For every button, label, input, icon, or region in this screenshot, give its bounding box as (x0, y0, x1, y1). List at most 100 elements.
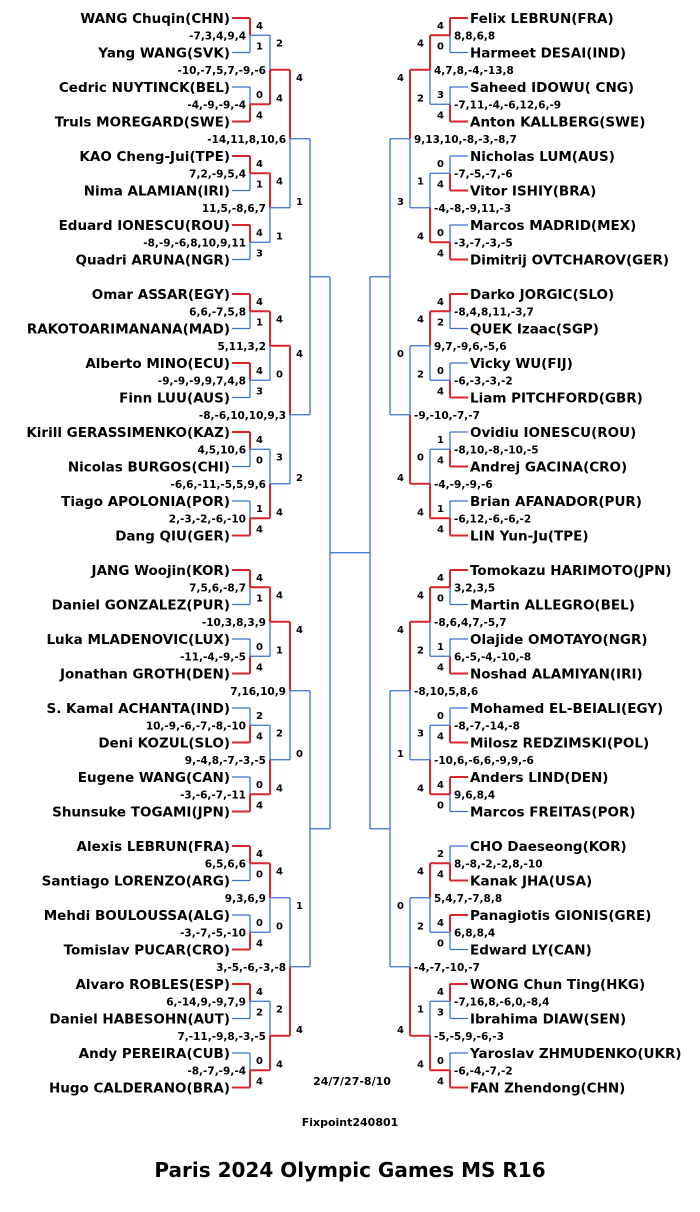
left-player-0: WANG Chuqin(CHN) (80, 11, 230, 27)
right-r1-m12-scores: 8,-8,-2,-2,8,-10 (454, 858, 543, 870)
right-r2-m4-scores: -8,6,4,7,-5,7 (434, 617, 507, 629)
left-r3-m2-scores: 7,16,10,9 (230, 686, 286, 698)
right-player-22: Anders LIND(DEN) (470, 770, 608, 786)
right-player-17: Martin ALLEGRO(BEL) (470, 598, 635, 614)
right-player-3: Anton KALLBERG(SWE) (470, 115, 645, 131)
right-r2-m3-top-games: 0 (417, 452, 424, 463)
left-r2-m4-scores: -10,3,8,3,9 (202, 617, 266, 629)
left-r1-m15-bottom-games: 4 (256, 1077, 263, 1088)
left-r1-m11-scores: -3,-6,-7,-11 (180, 789, 246, 801)
right-r1-m2-scores: -7,-5,-7,-6 (454, 168, 513, 180)
left-r2-m6-bottom-games: 0 (276, 921, 283, 932)
left-r2-m1-scores: 11,5,-8,6,7 (202, 203, 266, 215)
right-player-9: QUEK Izaac(SGP) (470, 322, 599, 338)
right-r3-m2-bottom-games: 1 (397, 749, 404, 760)
bracket-lines (232, 17, 468, 1089)
right-player-23: Marcos FREITAS(POR) (470, 805, 636, 821)
right-r2-m2-bottom-games: 2 (417, 369, 424, 380)
right-r1-m1-bottom-games: 4 (437, 111, 444, 122)
right-player-0: Felix LEBRUN(FRA) (470, 11, 614, 27)
left-r1-m3-bottom-games: 3 (256, 249, 263, 260)
left-player-24: Alexis LEBRUN(FRA) (77, 839, 230, 855)
right-r2-m2-scores: 9,7,-9,6,-5,6 (434, 341, 507, 353)
right-r2-m0-bottom-games: 2 (417, 93, 424, 104)
right-r1-m4-top-games: 4 (437, 297, 444, 308)
right-player-21: Milosz REDZIMSKI(POL) (470, 736, 649, 752)
right-r1-m13-top-games: 4 (437, 918, 444, 929)
right-r2-m6-scores: 5,4,7,-7,8,8 (434, 893, 502, 905)
left-r2-m2-bottom-games: 0 (276, 369, 283, 380)
right-r1-m1-top-games: 3 (437, 90, 444, 101)
left-r2-m0-scores: -10,-7,5,7,-9,-6 (177, 65, 266, 77)
right-r3-m3-top-games: 0 (397, 901, 404, 912)
left-r3-m1-scores: -8,-6,10,10,9,3 (199, 410, 286, 422)
left-r2-m3-bottom-games: 4 (276, 507, 283, 518)
right-r2-m1-top-games: 1 (417, 176, 424, 187)
right-player-15: LIN Yun-Ju(TPE) (470, 529, 589, 545)
right-r1-m9-scores: 6,-5,-4,-10,-8 (454, 651, 531, 663)
right-r2-m0-top-games: 4 (417, 38, 424, 49)
right-r1-m8-scores: 3,2,3,5 (454, 582, 495, 594)
right-r1-m15-bottom-games: 4 (437, 1077, 444, 1088)
left-r2-m1-bottom-games: 1 (276, 231, 283, 242)
right-player-8: Darko JORGIC(SLO) (470, 287, 614, 303)
left-player-9: RAKOTOARIMANANA(MAD) (27, 322, 230, 338)
left-r3-m0-top-games: 4 (296, 73, 303, 84)
date-range: 24/7/27-8/10 (313, 1075, 391, 1088)
left-player-7: Quadri ARUNA(NGR) (75, 253, 230, 269)
right-r1-m14-top-games: 4 (437, 987, 444, 998)
right-r3-m2-top-games: 4 (397, 625, 404, 636)
left-r1-m5-scores: -9,-9,-9,9,7,4,8 (158, 375, 246, 387)
right-r3-m0-top-games: 4 (397, 73, 404, 84)
left-player-26: Mehdi BOULOUSSA(ALG) (44, 908, 230, 924)
left-r1-m7-bottom-games: 4 (256, 525, 263, 536)
right-r1-m15-top-games: 0 (437, 1056, 444, 1067)
left-r2-m5-top-games: 2 (276, 728, 283, 739)
right-r2-m0-scores: 4,7,8,-4,-13,8 (434, 65, 514, 77)
left-r2-m5-scores: 9,-4,8,-7,-3,-5 (185, 755, 266, 767)
left-r3-m0-bottom-games: 1 (296, 197, 303, 208)
right-r1-m3-scores: -3,-7,-3,-5 (454, 237, 513, 249)
right-player-10: Vicky WU(FIJ) (470, 356, 573, 372)
right-r1-m10-bottom-games: 4 (437, 732, 444, 743)
left-player-25: Santiago LORENZO(ARG) (42, 874, 230, 890)
left-r2-m3-top-games: 3 (276, 452, 283, 463)
left-r3-m0-scores: -14,11,8,10,6 (207, 134, 286, 146)
left-r1-m14-top-games: 4 (256, 987, 263, 998)
right-r3-m3-scores: -4,-7,-10,-7 (414, 962, 480, 974)
right-r2-m2-top-games: 4 (417, 314, 424, 325)
right-r1-m13-bottom-games: 0 (437, 939, 444, 950)
left-r1-m10-top-games: 2 (256, 711, 263, 722)
right-player-13: Andrej GACINA(CRO) (470, 460, 627, 476)
left-player-18: Luka MLADENOVIC(LUX) (46, 632, 230, 648)
right-player-20: Mohamed EL-BEIALI(EGY) (470, 701, 663, 717)
left-r1-m14-scores: 6,-14,9,-9,7,9 (166, 996, 246, 1008)
left-player-30: Andy PEREIRA(CUB) (79, 1046, 230, 1062)
left-r1-m3-top-games: 4 (256, 228, 263, 239)
right-player-30: Yaroslav ZHMUDENKO(UKR) (469, 1046, 682, 1062)
right-r3-m1-scores: -9,-10,-7,-7 (414, 410, 480, 422)
right-r1-m6-bottom-games: 4 (437, 456, 444, 467)
right-r1-m6-scores: -8,10,-8,-10,-5 (454, 444, 539, 456)
left-r2-m4-top-games: 4 (276, 590, 283, 601)
left-r2-m7-top-games: 2 (276, 1004, 283, 1015)
left-r1-m15-scores: -8,-7,-9,-4 (187, 1065, 246, 1077)
left-r1-m8-scores: 7,5,6,-8,7 (189, 582, 246, 594)
left-player-21: Deni KOZUL(SLO) (98, 736, 230, 752)
left-r1-m2-top-games: 4 (256, 159, 263, 170)
right-r1-m9-top-games: 1 (437, 642, 444, 653)
right-r1-m10-top-games: 0 (437, 711, 444, 722)
left-r1-m8-bottom-games: 1 (256, 594, 263, 605)
right-r1-m5-top-games: 0 (437, 366, 444, 377)
left-r1-m10-bottom-games: 4 (256, 732, 263, 743)
left-r2-m0-bottom-games: 4 (276, 93, 283, 104)
right-r1-m8-bottom-games: 0 (437, 594, 444, 605)
right-player-28: WONG Chun Ting(HKG) (470, 977, 645, 993)
right-player-12: Ovidiu IONESCU(ROU) (470, 425, 636, 441)
right-r1-m10-scores: -8,-7,-14,-8 (454, 720, 520, 732)
left-player-5: Nima ALAMIAN(IRI) (84, 184, 230, 200)
left-r1-m8-top-games: 4 (256, 573, 263, 584)
left-player-31: Hugo CALDERANO(BRA) (49, 1081, 230, 1097)
left-r1-m5-bottom-games: 3 (256, 387, 263, 398)
